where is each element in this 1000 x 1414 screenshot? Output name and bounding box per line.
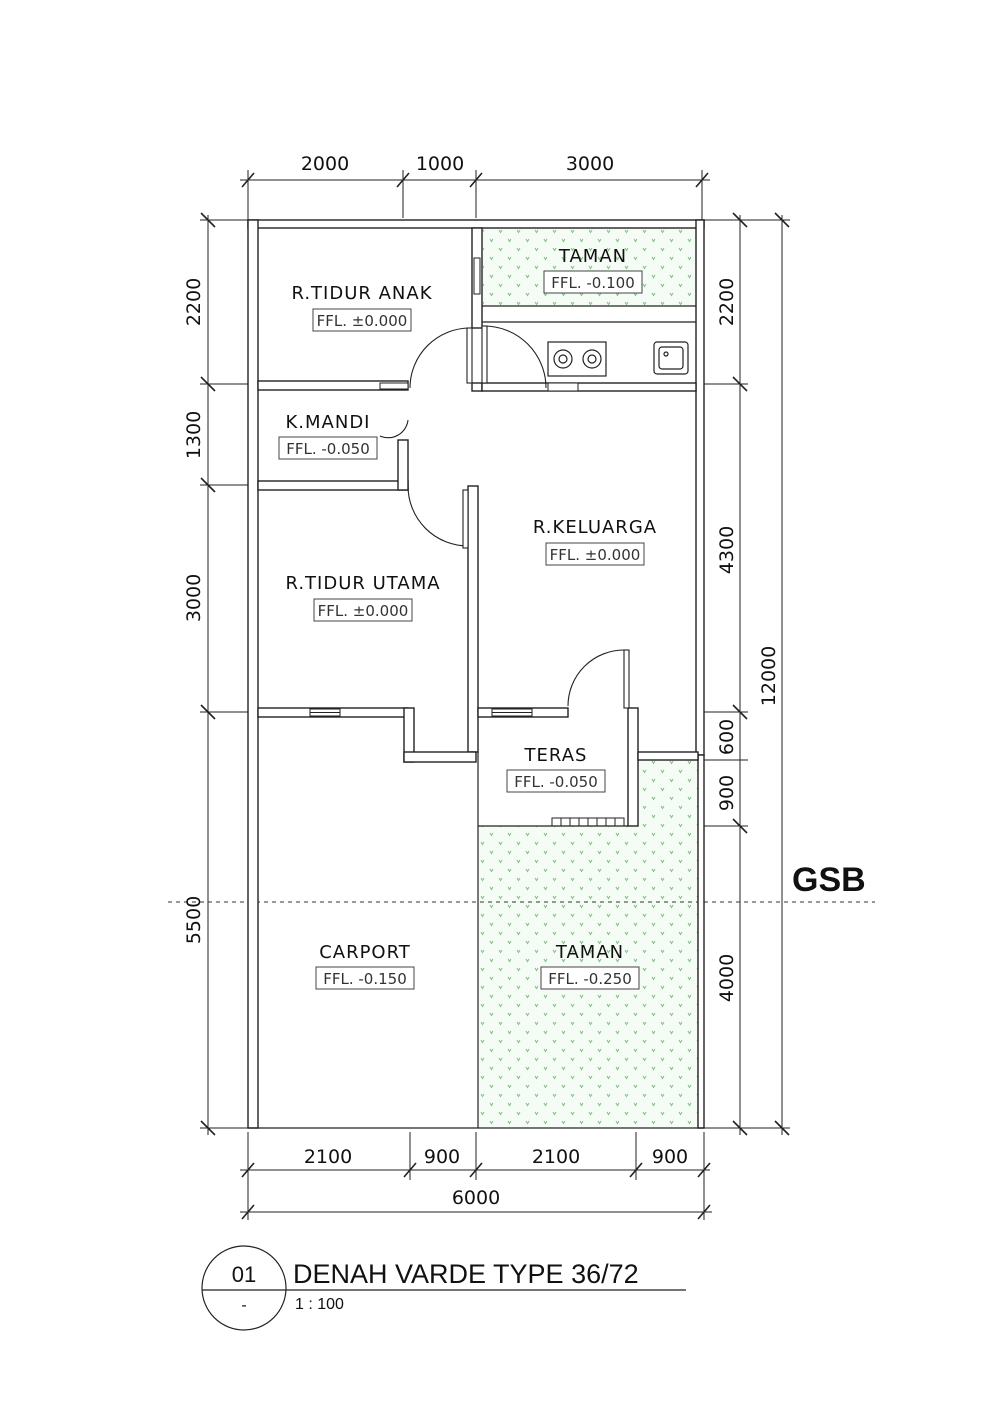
windows (309, 257, 625, 827)
room-level-tidur-utama: FFL. ±0.000 (318, 602, 409, 620)
stove-icon (547, 341, 607, 377)
room-level-tidur-anak: FFL. ±0.000 (317, 312, 408, 330)
room-name-teras: TERAS (524, 745, 588, 766)
dim-right-5: 4000 (716, 954, 738, 1002)
title-sheet: - (241, 1297, 246, 1314)
room-name-kamar-mandi: K.MANDI (285, 412, 370, 433)
dim-top-2: 1000 (416, 153, 464, 175)
gsb-label: GSB (792, 861, 866, 899)
room-labels: R.TIDUR ANAK FFL. ±0.000 TAMAN FFL. -0.1… (278, 246, 657, 990)
room-name-keluarga: R.KELUARGA (533, 517, 657, 538)
drawing-scale: 1 : 100 (295, 1296, 344, 1313)
room-level-taman-back: FFL. -0.100 (551, 274, 635, 292)
dimension-lines (200, 170, 790, 1220)
dim-bottom-2: 900 (424, 1146, 460, 1168)
room-level-kamar-mandi: FFL. -0.050 (286, 440, 370, 458)
dim-right-4: 900 (716, 775, 738, 811)
drawing-title: DENAH VARDE TYPE 36/72 (293, 1259, 639, 1289)
dim-right-2: 4300 (716, 526, 738, 574)
doors (379, 325, 630, 709)
dimension-text: 2000 1000 3000 2100 900 2100 900 6000 22… (183, 153, 780, 1209)
dim-bottom-4: 900 (652, 1146, 688, 1168)
room-name-tidur-utama: R.TIDUR UTAMA (285, 573, 440, 594)
dim-top-1: 2000 (301, 153, 349, 175)
dim-right-total: 12000 (758, 646, 780, 706)
dim-bottom-total: 6000 (452, 1187, 500, 1209)
room-name-carport: CARPORT (319, 942, 411, 963)
dim-bottom-1: 2100 (304, 1146, 352, 1168)
room-name-taman-back: TAMAN (558, 246, 627, 267)
dim-left-3: 3000 (183, 574, 205, 622)
title-block: 01 - DENAH VARDE TYPE 36/72 1 : 100 (201, 1245, 686, 1331)
room-level-taman-front: FFL. -0.250 (548, 970, 632, 988)
sink-icon (653, 341, 689, 375)
dim-top-3: 3000 (566, 153, 614, 175)
garden-front-fill (478, 755, 698, 1127)
garden-back-fill (483, 228, 696, 306)
dim-left-1: 2200 (183, 278, 205, 326)
room-level-keluarga: FFL. ±0.000 (550, 546, 641, 564)
title-number: 01 (232, 1262, 256, 1287)
dim-left-2: 1300 (183, 411, 205, 459)
walls (247, 219, 705, 1129)
dim-bottom-3: 2100 (532, 1146, 580, 1168)
room-level-carport: FFL. -0.150 (323, 970, 407, 988)
dim-right-3: 600 (716, 719, 738, 755)
dim-left-4: 5500 (183, 896, 205, 944)
room-name-tidur-anak: R.TIDUR ANAK (291, 283, 432, 304)
room-level-teras: FFL. -0.050 (514, 773, 598, 791)
room-name-taman-front: TAMAN (555, 942, 624, 963)
dim-right-1: 2200 (716, 278, 738, 326)
